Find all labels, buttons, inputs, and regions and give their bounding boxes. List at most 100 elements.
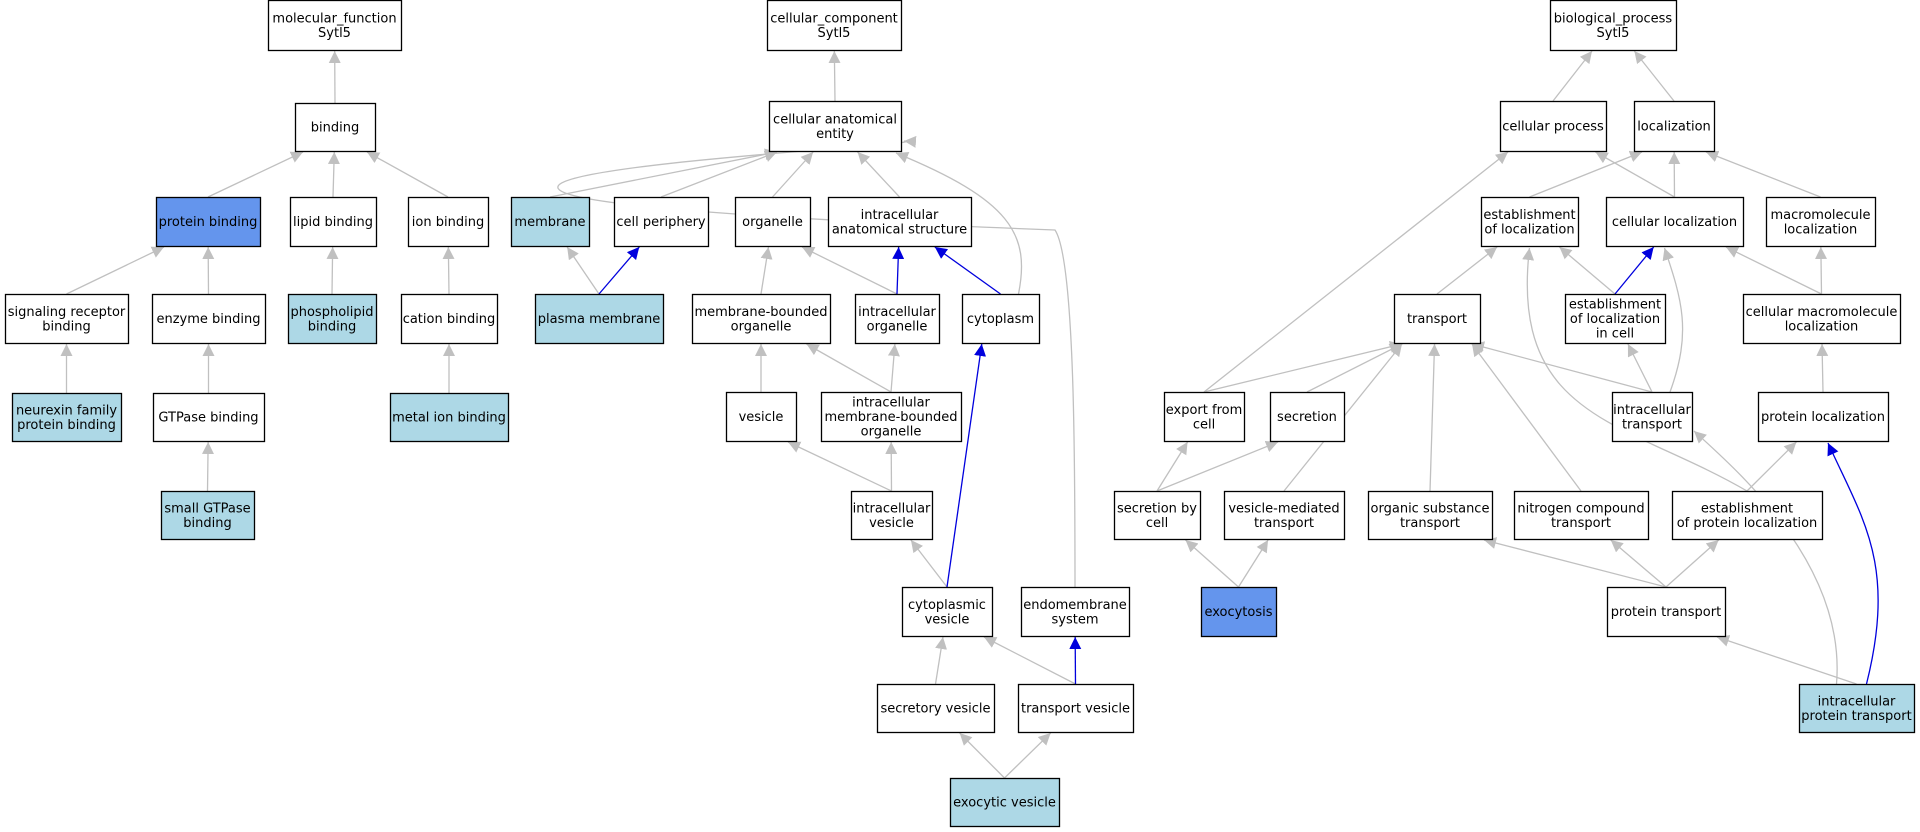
node-label: signaling receptor [8,305,126,320]
node-vesicle[interactable]: vesicle [725,391,798,443]
node-label: secretion [1277,410,1337,425]
node-secretion[interactable]: secretion [1269,391,1346,443]
node-label: macromolecule [1770,208,1870,223]
node-label: cellular macromolecule [1746,305,1898,320]
node-cation-binding[interactable]: cation binding [400,293,499,345]
node-exocytosis[interactable]: exocytosis [1200,586,1278,638]
node-label: phospholipid [290,305,373,320]
edge-cellular_process-to-bp [1552,50,1593,102]
node-box [294,102,377,153]
node-label: molecular_function [272,11,396,26]
edge-ev-to-tv [1004,732,1052,779]
node-pl[interactable]: protein localization [1757,391,1890,443]
node-ion-binding[interactable]: ion binding [407,196,490,248]
edge-mbo-to-organelle [760,246,773,295]
node-box [407,196,490,248]
node-box [961,293,1041,345]
node-label: neurexin family [16,403,117,418]
node-box [287,293,378,345]
node-label: intracellular [852,396,930,411]
edge-lipid_binding-to-binding [327,151,340,198]
node-pt[interactable]: protein transport [1606,586,1727,638]
node-label: vesicle-mediated [1228,501,1339,516]
node-binding[interactable]: binding [294,102,377,153]
node-metal-ion-binding[interactable]: metal ion binding [389,392,510,443]
node-cell-periphery[interactable]: cell periphery [613,196,710,248]
node-cl[interactable]: cellular localization [1605,196,1745,248]
node-protein-binding[interactable]: protein binding [155,196,262,248]
node-box [1549,0,1678,52]
node-label: cellular_component [770,11,898,26]
node-plasma-membrane[interactable]: plasma membrane [534,293,665,345]
node-localization[interactable]: localization [1633,100,1716,153]
node-label: organelle [867,319,928,334]
edge-eolc-to-cl [1614,246,1655,295]
edge-ion_binding-to-binding [366,151,449,198]
node-ev[interactable]: exocytic vesicle [949,777,1061,828]
node-box [389,392,510,443]
edge-sbc-to-efc [1156,441,1189,492]
edge-tv-to-cv [983,636,1076,685]
node-box [534,293,665,345]
node-label: plasma membrane [538,312,661,327]
node-gtpase-binding[interactable]: GTPase binding [152,392,266,443]
node-enzyme-binding[interactable]: enzyme binding [151,293,267,345]
node-lipid-binding[interactable]: lipid binding [289,196,378,248]
node-label: protein transport [1611,605,1721,620]
node-label: intracellular [861,208,939,223]
node-box [949,777,1061,828]
node-organelle[interactable]: organelle [734,196,812,248]
node-label: nitrogen compound [1517,501,1644,516]
node-box [734,196,812,248]
node-transport[interactable]: transport [1393,293,1482,345]
edge-cell_periphery-to-cae [660,150,778,198]
node-label: enzyme binding [156,312,260,327]
edge-cv-to-cytoplasm [946,343,987,588]
node-cellular-process[interactable]: cellular process [1499,100,1608,153]
node-box [1200,586,1278,638]
edge-ipt-to-pt [1716,635,1857,685]
node-label: transport [1407,312,1467,327]
node-sv[interactable]: secretory vesicle [876,683,996,734]
node-label: membrane-bounded [824,410,957,425]
node-box [691,293,832,345]
edge-ipt-to-pl [1827,442,1879,685]
node-label: biological_process [1554,11,1673,26]
node-label: cellular anatomical [773,112,897,127]
node-tv[interactable]: transport vesicle [1017,683,1135,734]
node-label: exocytic vesicle [953,796,1056,811]
node-cytoplasm[interactable]: cytoplasm [961,293,1041,345]
node-label: metal ion binding [392,411,506,426]
node-label: transport [1400,516,1460,531]
node-label: binding [311,121,359,136]
node-label: binding [308,319,356,334]
node-membrane[interactable]: membrane [510,196,591,248]
